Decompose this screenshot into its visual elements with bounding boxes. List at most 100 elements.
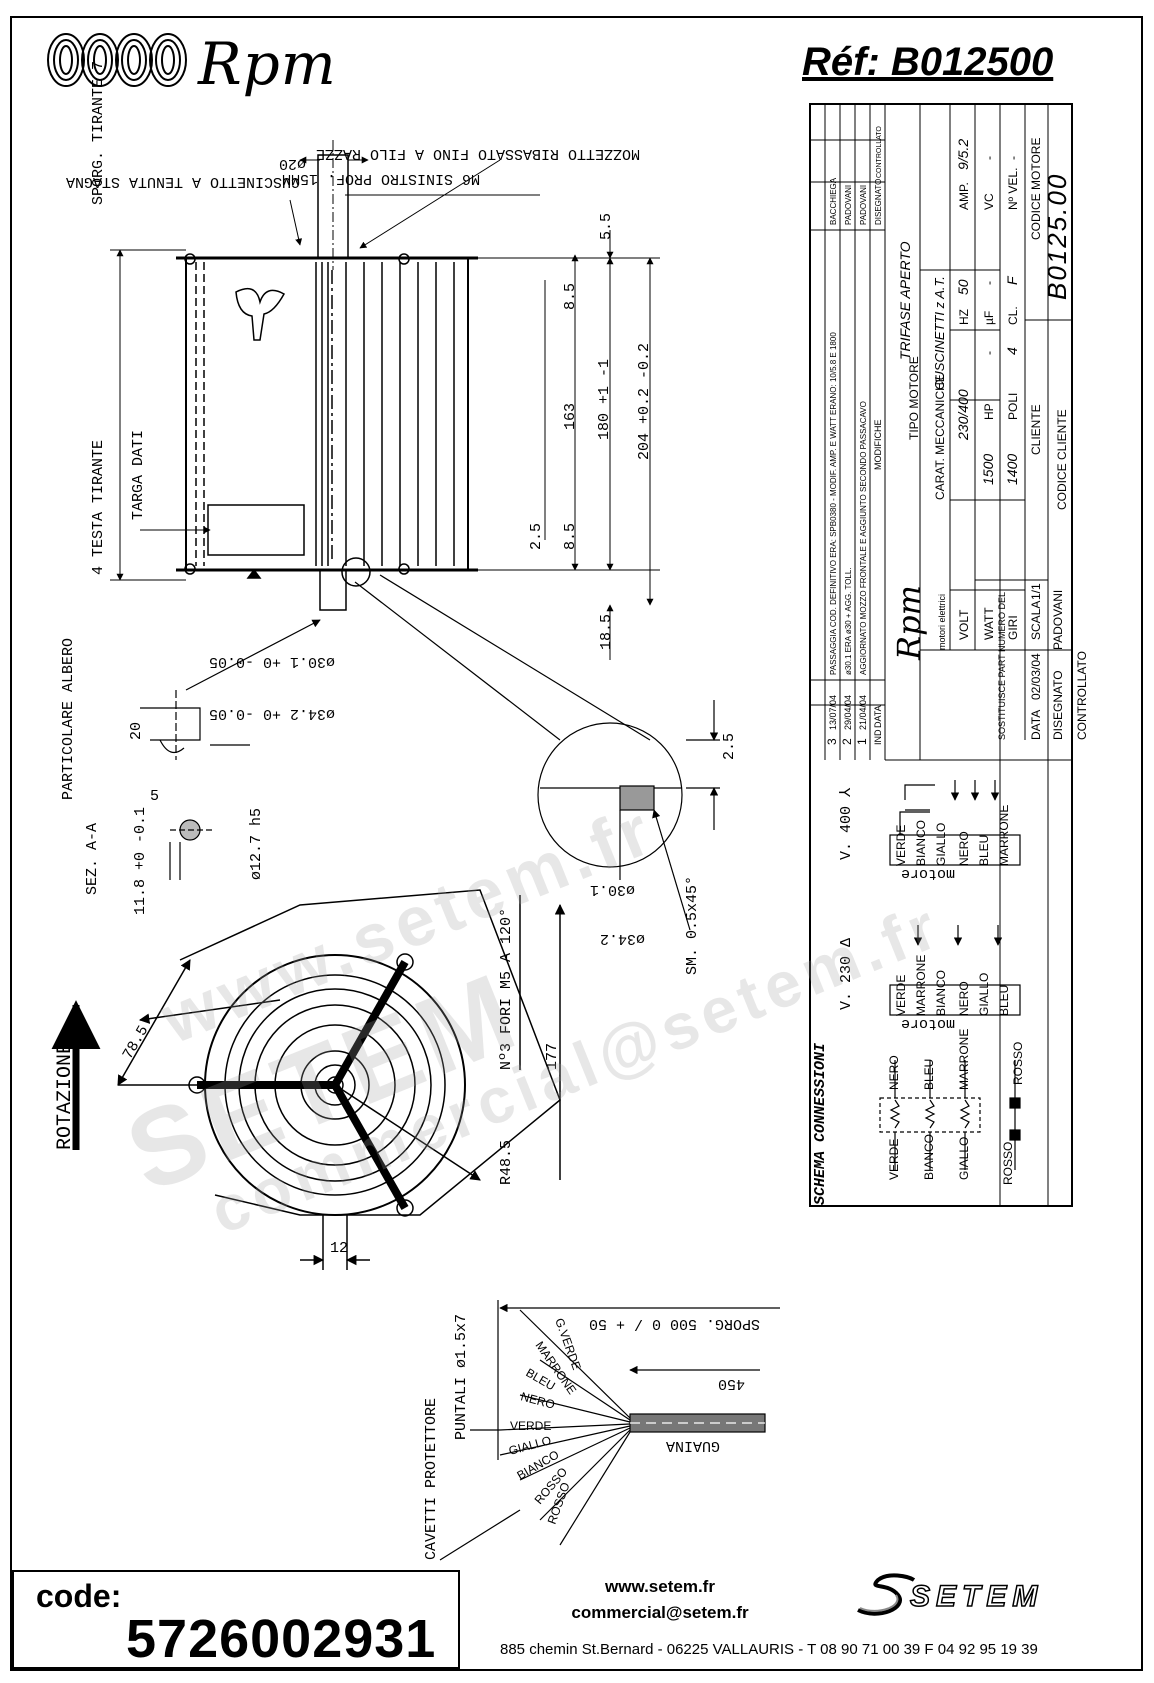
rev-date: 29/04/04 <box>843 695 853 730</box>
dim-450: 450 <box>718 1375 745 1392</box>
dim-48-5: R48.5 <box>498 1140 515 1185</box>
hdr: CONTROLLATO <box>876 126 883 178</box>
schema-title: SCHEMA CONNESSIONI <box>812 1042 829 1205</box>
tb-value: 9/5.2 <box>955 139 971 170</box>
tb-value: - <box>1006 156 1020 160</box>
rotazione-label: ROTAZIONE <box>54 1042 77 1150</box>
v400-wire: GIALLO <box>934 823 948 866</box>
schema-wire: ROSSO <box>1011 1042 1025 1085</box>
v400-diagram <box>889 780 1021 866</box>
tb-value: PADOVANI <box>1051 590 1065 650</box>
tb-value: CUSCINETTI z A.T. <box>932 276 947 390</box>
tb-label: CLIENTE <box>1029 404 1043 455</box>
tb-value: 4 <box>1004 347 1020 355</box>
title-block-text: 3 13/07/04 PASSAGGIA COD. DEFINITIVO ERA… <box>825 126 1089 745</box>
rev-text: PASSAGGIA COD. DEFINITIVO ERA: SPB0380 -… <box>829 332 838 675</box>
v400-wire: BIANCO <box>914 820 928 866</box>
v230-wire: MARRONE <box>914 955 928 1016</box>
tb-value: 1500 <box>980 454 996 485</box>
fori-label: Nº3 FORI M5 A 120° <box>498 908 515 1070</box>
v400-wire: VERDE <box>894 825 908 866</box>
rev-n: 2 <box>840 738 854 745</box>
phi20-label: ø20 <box>279 155 306 172</box>
dim-180: 180 +1 -1 <box>596 359 613 440</box>
v400-title: V. 400 ⅄ <box>838 787 855 860</box>
v230-wire: VERDE <box>894 975 908 1016</box>
rev-text: AGGIORNATO MOZZO FRONTALE E AGGIUNTO SEC… <box>859 401 868 675</box>
dim-18-5: 18.5 <box>598 614 615 650</box>
title-block <box>809 103 1073 1207</box>
v230-diagram <box>889 925 1021 1016</box>
tb-value: 50 <box>955 279 971 295</box>
dim-11-8: 11.8 +0 -0.1 <box>132 807 149 915</box>
v230-wire: BIANCO <box>934 970 948 1016</box>
tb-label: SOSTITUISCE PART NUMERO DEL <box>997 592 1007 740</box>
v230-title: V. 230 Δ <box>838 938 855 1010</box>
dim-2-5: 2.5 <box>528 523 545 550</box>
motor-front-view <box>117 889 566 1270</box>
schema-wire: MARRONE <box>957 1029 971 1090</box>
tb-value: - <box>982 281 996 285</box>
drawing-frame <box>10 16 1143 1671</box>
m6-label: M6 SINISTRO PROF. 15MM <box>282 170 480 187</box>
v400-box-label: motore <box>901 865 955 882</box>
v230-box-label: motore <box>901 1015 955 1032</box>
rev-by: BACCHIEGA <box>829 177 838 225</box>
rev-date: 13/07/04 <box>828 695 838 730</box>
tb-label: DISEGNATO <box>1051 670 1065 740</box>
sporg500-label: SPORG. 500 0 / + 50 <box>589 1315 760 1332</box>
rev-date: 21/04/04 <box>858 695 868 730</box>
hdr: DATA <box>873 705 883 728</box>
rev-text: ø30.1 ERA ø30 + AGG. TOLL. <box>844 567 853 675</box>
dim-177: 177 <box>544 1043 561 1070</box>
dim-163: 163 <box>562 403 579 430</box>
tb-label: DATA <box>1029 710 1043 740</box>
mozzetto-label: MOZZETTO RIBASSATO FINO A FILO RAZZE <box>316 145 640 162</box>
email-link[interactable]: commercial@setem.fr <box>571 1603 749 1622</box>
tb-label: VC <box>982 193 996 210</box>
sporg-label: SPORG. TIRANTE 7 <box>90 61 107 205</box>
tb-label: CARAT. MECCANICHE <box>933 374 947 500</box>
dim-5-5: 5.5 <box>598 213 615 240</box>
brand-name: Rpm <box>198 30 337 98</box>
tb-label: CONTROLLATO <box>1075 651 1089 740</box>
tb-value: 1400 <box>1004 454 1020 485</box>
tb-value: - <box>982 351 996 355</box>
schema-wire: BIANCO <box>922 1134 936 1180</box>
motor-side-view <box>176 140 478 611</box>
side-dimensions <box>110 156 660 660</box>
rev-by: PADOVANI <box>844 185 853 225</box>
schema-diagram <box>879 1060 1021 1170</box>
tb-value: TRIFASE APERTO <box>897 241 913 360</box>
dim-8-5a: 8.5 <box>562 283 579 310</box>
shaft-detail <box>140 619 321 880</box>
sm-label: SM. 0.5x45° <box>684 876 701 975</box>
dim-12-7: ø12.7 h5 <box>248 808 265 880</box>
rpm-coil-logo <box>47 33 187 87</box>
tb-label: WATT <box>982 607 996 640</box>
tb-value: 1/1 <box>1029 583 1043 600</box>
tb-label: SCALA <box>1029 601 1043 640</box>
tb-label: VOLT <box>957 609 971 640</box>
cable-drawing <box>439 1300 780 1561</box>
tb-label: GIRI <box>1006 615 1020 640</box>
rev-by: PADOVANI <box>859 185 868 225</box>
cable-wire-labels: ROSSO ROSSO BIANCO GIALLO VERDE NERO BLE… <box>507 1316 584 1526</box>
code-value: 5726002931 <box>126 1609 437 1669</box>
schema-wire: VERDE <box>887 1139 901 1180</box>
tb-label: HP <box>982 403 996 420</box>
tb-label: CL. <box>1006 306 1020 325</box>
dim-34-2: ø34.2 +0 -0.05 <box>209 705 335 722</box>
tb-value: F <box>1004 275 1020 285</box>
cavetti-label: CAVETTI PROTETTORE <box>423 1398 440 1560</box>
dim-78-5: 78.5 <box>120 1023 153 1063</box>
puntali-label: PUNTALI ø1.5x7 <box>453 1314 470 1440</box>
tb-label: Nº VEL. <box>1006 168 1020 210</box>
hdr: IND <box>873 729 883 745</box>
tb-label: µF <box>982 311 996 325</box>
website-link[interactable]: www.setem.fr <box>605 1577 715 1596</box>
tb-label: CODICE CLIENTE <box>1055 409 1069 510</box>
dim-5: 5 <box>150 788 159 805</box>
schema-wire: NERO <box>887 1055 901 1090</box>
